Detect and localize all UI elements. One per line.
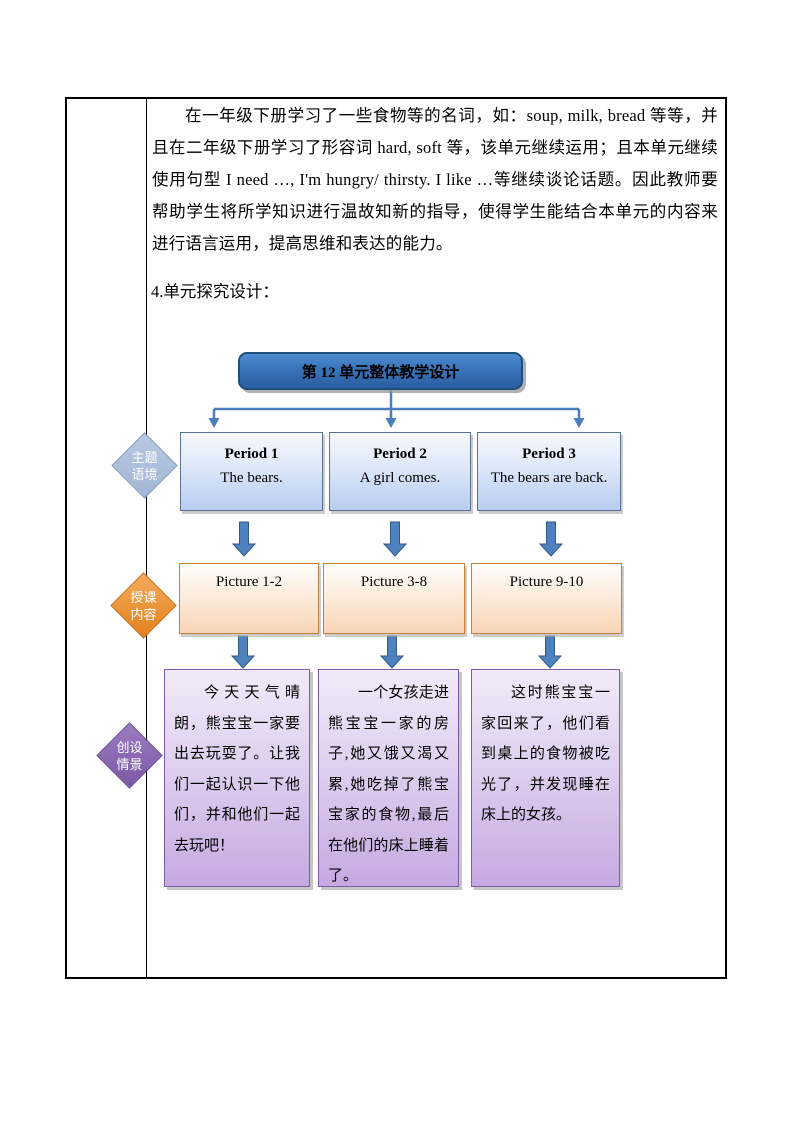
picture-1-2-box: Picture 1-2 xyxy=(179,563,319,634)
stage-diamond-teaching-content-label: 授课 内容 xyxy=(130,589,157,622)
scenario-1-box: 今天天气晴朗，熊宝宝一家要出去玩耍了。让我们一起认识一下他们，并和他们一起去玩吧… xyxy=(164,669,310,887)
period-1-box: Period 1 The bears. xyxy=(180,432,323,511)
picture-9-10-label: Picture 9-10 xyxy=(509,574,584,590)
period-2-box: Period 2 A girl comes. xyxy=(329,432,471,511)
period-2-title: Period 2 xyxy=(373,446,427,462)
period-1-title: Period 1 xyxy=(224,446,279,462)
period-1-subtitle: The bears. xyxy=(220,470,283,486)
period-3-title: Period 3 xyxy=(522,446,576,462)
table-column-divider xyxy=(146,99,147,977)
picture-3-8-label: Picture 3-8 xyxy=(360,574,428,590)
document-table-frame xyxy=(65,97,727,979)
picture-3-8-box: Picture 3-8 xyxy=(323,563,465,634)
picture-1-2-label: Picture 1-2 xyxy=(215,574,283,590)
scenario-2-box: 一个女孩走进熊宝宝一家的房子,她又饿又渴又累,她吃掉了熊宝宝家的食物,最后在他们… xyxy=(318,669,459,887)
unit-analysis-paragraph: 在一年级下册学习了一些食物等的名词，如：soup, milk, bread 等等… xyxy=(152,106,718,253)
period-3-box: Period 3 The bears are back. xyxy=(477,432,621,511)
scenario-3-box: 这时熊宝宝一家回来了，他们看到桌上的食物被吃光了，并发现睡在床上的女孩。 xyxy=(471,669,620,887)
diagram-title-box: 第 12 单元整体教学设计 xyxy=(238,352,523,390)
stage-diamond-scene-creation-label: 创设 情景 xyxy=(116,739,143,772)
stage-diamond-theme-context-label: 主题 语境 xyxy=(131,449,158,482)
period-3-subtitle: The bears are back. xyxy=(490,470,608,486)
picture-9-10-box: Picture 9-10 xyxy=(471,563,622,634)
diagram-title: 第 12 单元整体教学设计 xyxy=(301,364,460,381)
section-heading: 4.单元探究设计： xyxy=(151,282,279,301)
period-2-subtitle: A girl comes. xyxy=(359,470,441,486)
